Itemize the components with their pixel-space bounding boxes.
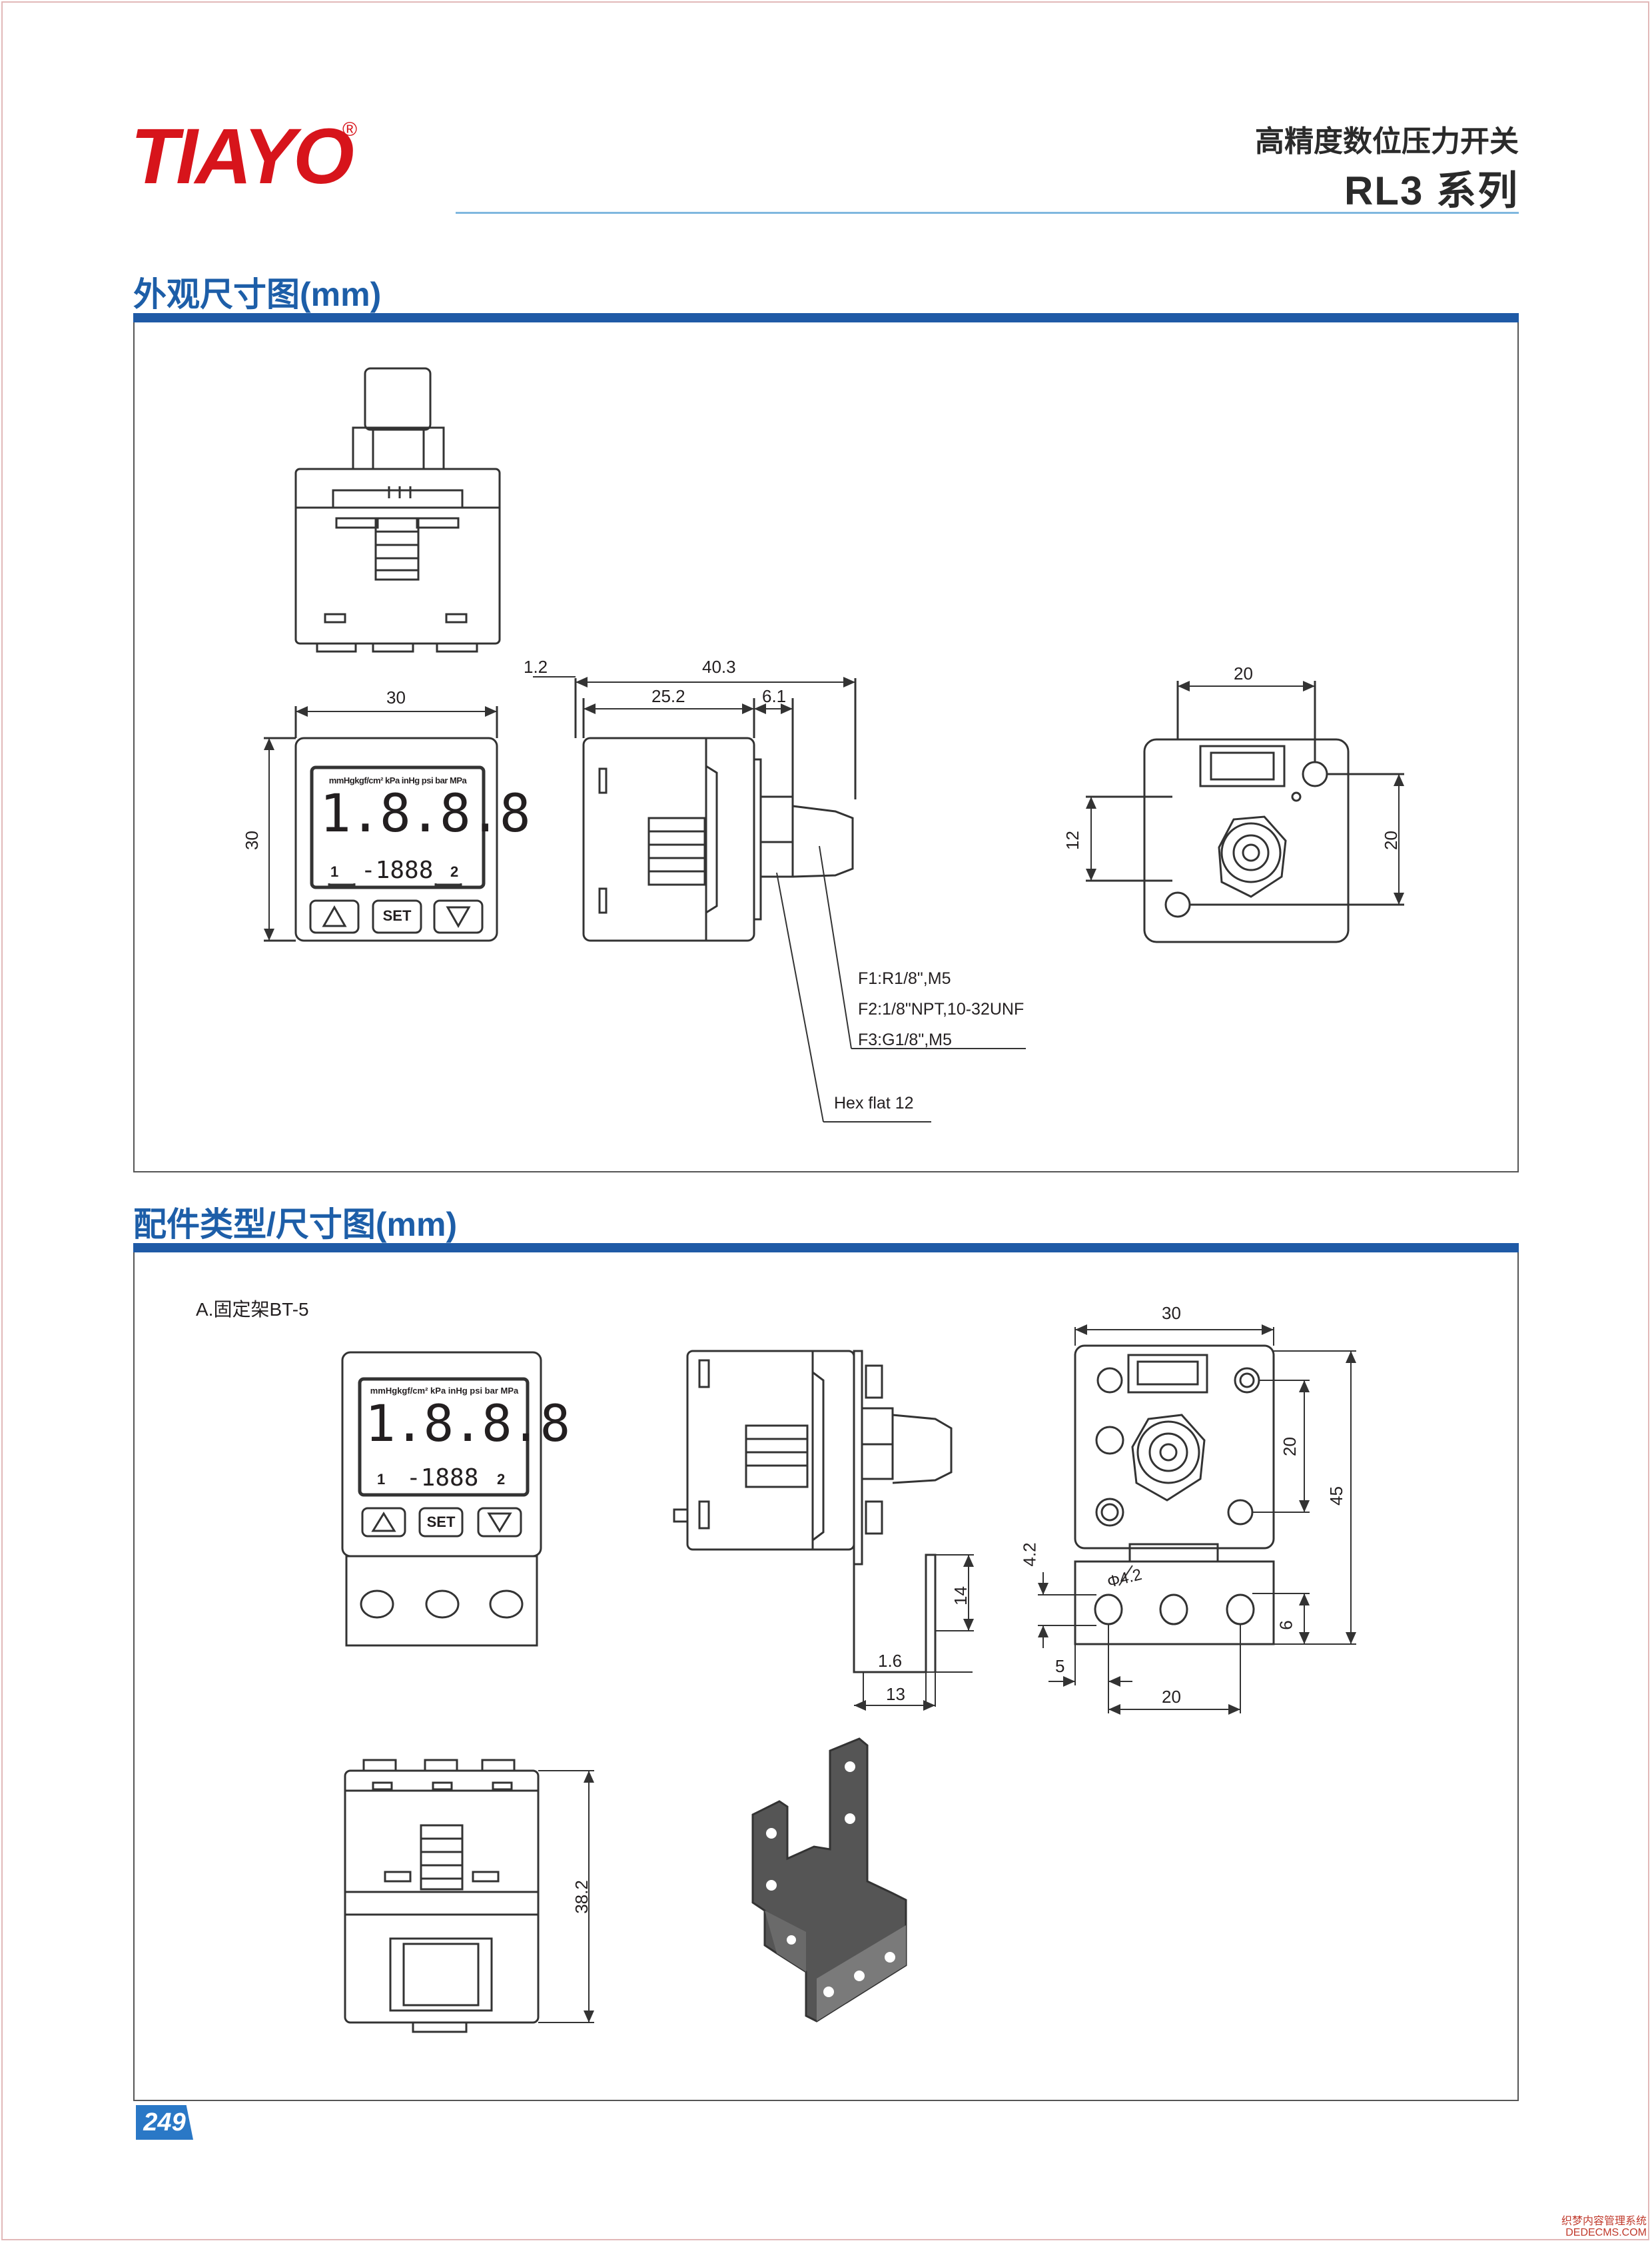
lcd-key-2-bracket: 2 [497,1471,506,1488]
bracket-side-drawing [673,1350,953,1673]
lcd-main-digits: 1.8.8.8 [320,784,531,844]
hex-flat-note: Hex flat 12 [834,1094,914,1113]
dim-side-port: 6.1 [762,686,787,706]
dim-bottom-height: 38.2 [571,1880,592,1914]
back-view-drawing [1143,738,1350,943]
set-key-bracket: SET [426,1514,456,1530]
dim-front-height: 30 [241,831,262,850]
brand-logo: TIAYO [131,113,354,201]
dim-bracket-height: 14 [950,1586,971,1605]
registered-mark: ® [342,119,358,141]
dim-bracket-hole-pitch: 20 [1162,1687,1181,1707]
lcd-main-digits-bracket: 1.8.8.8 [365,1394,570,1453]
section-bar-dimensions [133,313,1519,322]
watermark-line-2: DEDECMS.COM [1565,2227,1647,2239]
dim-bracket-edge: 5 [1055,1656,1065,1676]
dim-bracket-width: 30 [1162,1303,1181,1323]
lcd-sub-digits-bracket: -1888 [406,1464,479,1492]
top-view-drawing [294,367,501,653]
section-title-dimensions: 外观尺寸图(mm) [133,276,382,313]
lcd-key-2: 2 [450,863,459,880]
bracket-front-drawing [341,1351,542,1647]
dim-front-width: 30 [386,687,406,707]
lcd-display-bracket: mmHgkgf/cm² kPa inHg psi bar MPa 1.8.8.8… [365,1383,570,1492]
dim-bracket-depth: 13 [886,1684,905,1704]
port-note-f2: F2:1/8"NPT,10-32UNF [858,1000,1025,1019]
dim-bracket-thickness: 1.6 [878,1651,903,1671]
side-view-drawing [582,737,854,942]
dim-side-gap: 1.2 [524,657,548,677]
watermark: 织梦内容管理系统 DEDECMS.COM [1561,2216,1647,2239]
lcd-units-row-bracket: mmHgkgf/cm² kPa inHg psi bar MPa [370,1386,519,1396]
lcd-key-1-bracket: 1 [377,1471,386,1488]
dim-back-right: 20 [1380,831,1401,850]
header-rule [456,212,1519,214]
bracket-label: A.固定架BT-5 [196,1299,309,1320]
watermark-line-1: 织梦内容管理系统 [1561,2215,1647,2227]
dimensions-panel [133,322,1519,1172]
series-title: RL3 系列 [1344,169,1519,213]
section-title-accessories: 配件类型/尺寸图(mm) [133,1206,458,1243]
dim-side-body: 25.2 [651,686,685,706]
dim-back-top: 20 [1234,664,1253,683]
dim-bracket-total-height: 45 [1326,1486,1346,1506]
bracket-back-drawing [1074,1344,1275,1645]
section-bar-accessories [133,1243,1519,1252]
dim-side-total: 40.3 [702,657,736,677]
dim-bracket-hole-offset: 6 [1276,1620,1296,1630]
page-number: 249 [136,2105,193,2140]
dim-back-left: 12 [1062,831,1082,850]
product-title: 高精度数位压力开关 [1255,125,1519,158]
dim-bracket-hole-spacing: 20 [1279,1437,1300,1456]
port-note-f1: F1:R1/8",M5 [858,969,951,988]
port-note-f3: F3:G1/8",M5 [858,1031,952,1049]
bracket-bottom-drawing [344,1759,540,2033]
lcd-display: mmHgkgf/cm² kPa inHg psi bar MPa 1.8.8.8… [320,773,531,884]
bracket-3d-illustration [751,1737,907,2022]
set-key: SET [382,907,412,924]
port-notes: F1:R1/8",M5 F2:1/8"NPT,10-32UNF F3:G1/8"… [858,963,1024,1055]
lcd-sub-digits: -1888 [361,857,434,884]
lcd-key-1: 1 [330,863,339,880]
lcd-units-row: mmHgkgf/cm² kPa inHg psi bar MPa [328,775,467,785]
dim-bracket-slot-height: 4.2 [1019,1542,1040,1567]
